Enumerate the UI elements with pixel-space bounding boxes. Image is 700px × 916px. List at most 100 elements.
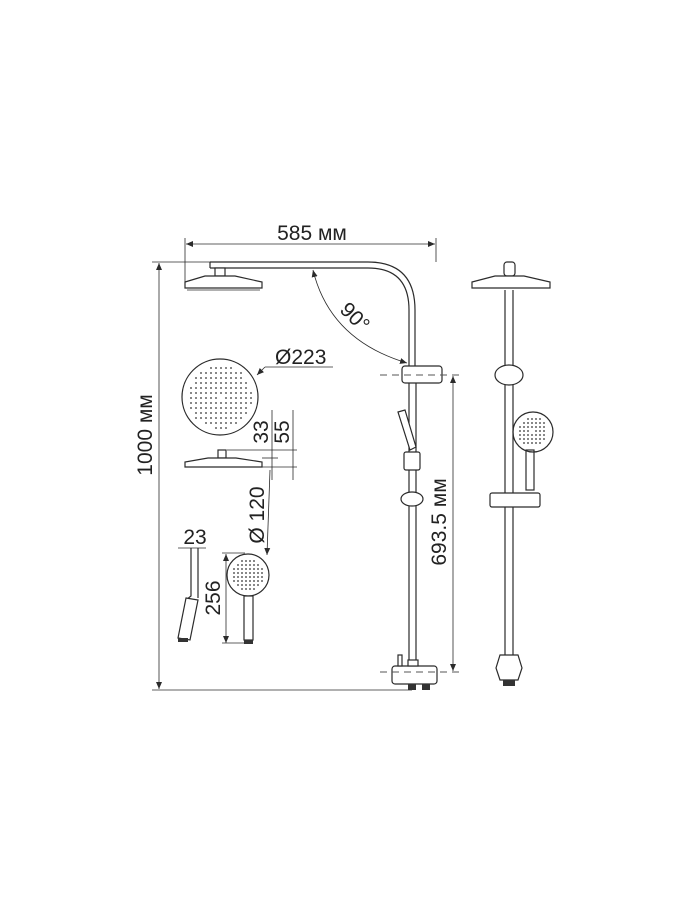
nozzle-dot [245, 560, 247, 562]
nozzle-dot [230, 387, 232, 389]
shower-bar [391, 365, 443, 690]
nozzle-dot [210, 412, 212, 414]
nozzle-dot [539, 434, 541, 436]
nozzle-dot [230, 382, 232, 384]
nozzle-dot [257, 564, 259, 566]
nozzle-dot [235, 397, 237, 399]
nozzle-dot [220, 367, 222, 369]
nozzle-dot [215, 422, 217, 424]
nozzle-dot [539, 418, 541, 420]
nozzle-dot [200, 377, 202, 379]
nozzle-dot [249, 580, 251, 582]
nozzle-dot [205, 392, 207, 394]
nozzle-dot [205, 412, 207, 414]
nozzle-dot [527, 422, 529, 424]
nozzle-dot [235, 377, 237, 379]
nozzle-dot [200, 417, 202, 419]
nozzle-dot [210, 377, 212, 379]
overhead-height-label: 55 [271, 420, 294, 443]
nozzle-dot [245, 572, 247, 574]
nozzle-dot [241, 568, 243, 570]
nozzle-dot [237, 572, 239, 574]
bar-height-label: 693.5 мм [428, 478, 451, 565]
nozzle-dot [195, 407, 197, 409]
nozzle-dot [245, 576, 247, 578]
nozzle-dot [215, 377, 217, 379]
nozzle-dot [245, 568, 247, 570]
nozzle-dot [215, 407, 217, 409]
nozzle-dot [205, 372, 207, 374]
nozzle-dot [519, 434, 521, 436]
nozzle-dot [237, 576, 239, 578]
nozzle-dot [225, 392, 227, 394]
hand-shower-front [226, 553, 270, 644]
nozzle-dot [235, 392, 237, 394]
nozzle-dot [215, 402, 217, 404]
nozzle-dot [225, 422, 227, 424]
nozzle-dot [253, 572, 255, 574]
nozzle-dot [261, 576, 263, 578]
nozzle-dot [250, 392, 252, 394]
nozzle-dot [205, 397, 207, 399]
nozzle-dot [190, 392, 192, 394]
nozzle-dot [240, 407, 242, 409]
nozzle-dot [210, 372, 212, 374]
overhead-shower-plan [181, 358, 259, 436]
nozzle-dot [253, 560, 255, 562]
nozzle-dot [215, 412, 217, 414]
nozzle-dot [253, 584, 255, 586]
nozzle-dot [205, 382, 207, 384]
nozzle-dot [249, 572, 251, 574]
nozzle-dot [225, 367, 227, 369]
nozzle-dot [235, 382, 237, 384]
nozzle-dot [233, 576, 235, 578]
nozzle-dot [535, 426, 537, 428]
nozzle-dot [210, 397, 212, 399]
nozzle-dot [210, 382, 212, 384]
nozzle-dot [261, 568, 263, 570]
nozzle-dot [230, 412, 232, 414]
nozzle-dot [225, 402, 227, 404]
nozzle-dot [535, 442, 537, 444]
nozzle-dot [531, 418, 533, 420]
nozzle-dot [257, 580, 259, 582]
nozzle-dot [205, 422, 207, 424]
nozzle-dot [240, 417, 242, 419]
nozzle-dot [205, 407, 207, 409]
nozzle-dot [235, 387, 237, 389]
nozzle-dot [249, 588, 251, 590]
nozzle-dot [257, 572, 259, 574]
nozzle-dot [237, 580, 239, 582]
nozzle-dot [535, 434, 537, 436]
nozzle-dot [241, 580, 243, 582]
nozzle-dot [240, 392, 242, 394]
nozzle-dot [235, 372, 237, 374]
nozzle-dot [230, 367, 232, 369]
nozzle-dot [241, 572, 243, 574]
nozzle-dot [210, 387, 212, 389]
nozzle-dot [225, 412, 227, 414]
nozzle-dot [531, 422, 533, 424]
nozzle-dot [245, 584, 247, 586]
nozzle-dot [235, 412, 237, 414]
nozzle-dot [237, 568, 239, 570]
overhead-shower-side [184, 410, 297, 480]
nozzle-dot [235, 422, 237, 424]
side-hand-shower [512, 411, 554, 453]
nozzle-dot [245, 382, 247, 384]
nozzle-dot [215, 387, 217, 389]
nozzle-dot [535, 438, 537, 440]
angle-dimension [311, 269, 408, 364]
nozzle-dot [220, 392, 222, 394]
nozzle-dot [527, 438, 529, 440]
nozzle-dot [237, 584, 239, 586]
nozzle-dot [215, 382, 217, 384]
nozzle-dot [233, 568, 235, 570]
nozzle-dot [215, 372, 217, 374]
side-view [471, 261, 551, 686]
nozzle-dot [527, 434, 529, 436]
nozzle-dot [195, 412, 197, 414]
nozzle-dot [527, 418, 529, 420]
nozzle-dot [225, 407, 227, 409]
